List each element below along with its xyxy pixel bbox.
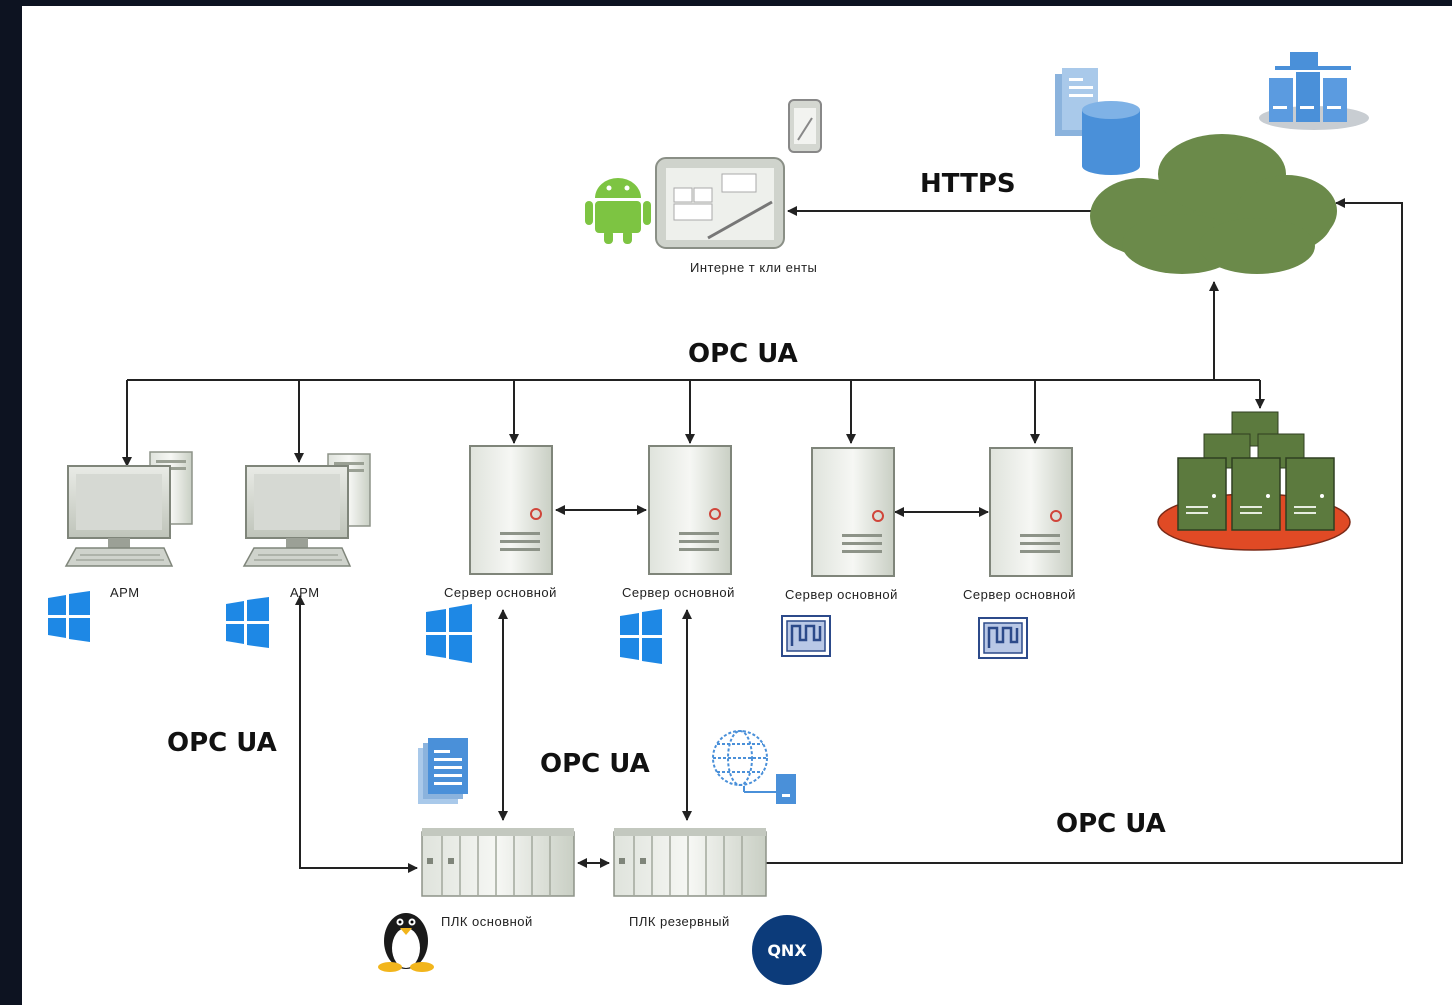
os-logo-server4-icon — [978, 617, 1028, 659]
workstation-arm1-icon — [64, 451, 193, 567]
plc-main-icon — [421, 828, 575, 897]
server-farm-icon — [1259, 52, 1369, 130]
documents-database-icon — [1055, 68, 1140, 175]
server3-icon — [811, 447, 895, 577]
os-logo-server3-icon — [781, 615, 831, 657]
linux-tux-icon — [378, 913, 434, 972]
server1-label: Сервер основной — [444, 585, 557, 600]
server2-label: Сервер основной — [622, 585, 735, 600]
connection-lines — [122, 198, 1403, 873]
arm2-plc-main-link — [295, 595, 418, 873]
network-diagram: HTTPS OPC UA OPC UA OPC UA OPC UA Интерн… — [48, 52, 1403, 985]
server1-icon — [469, 445, 553, 575]
opc-ua-middle-label: OPC UA — [540, 749, 650, 779]
opc-ua-top-label: OPC UA — [688, 339, 798, 369]
document-stack-icon — [418, 738, 468, 804]
opc-ua-left-label: OPC UA — [167, 728, 277, 758]
server2-icon — [648, 445, 732, 575]
server4-label: Сервер основной — [963, 587, 1076, 602]
plc-reserve-label: ПЛК резервный — [629, 914, 730, 929]
windows-logo-server1-icon — [426, 604, 472, 663]
qnx-logo-text: QNX — [767, 941, 807, 960]
plc-reserve-icon — [613, 828, 767, 897]
windows-logo-arm2-icon — [226, 597, 269, 648]
windows-logo-arm1-icon — [48, 591, 90, 642]
tablet-icon — [655, 157, 785, 249]
server3-label: Сервер основной — [785, 587, 898, 602]
opc-ua-right-label: OPC UA — [1056, 809, 1166, 839]
windows-logo-server2-icon — [620, 609, 662, 664]
android-icon — [585, 178, 651, 244]
internet-clients-label: Интерне т кли енты — [690, 260, 817, 275]
server4-icon — [989, 447, 1073, 577]
phone-icon — [788, 99, 822, 153]
plc-main-label: ПЛК основной — [441, 914, 533, 929]
globe-network-icon — [712, 730, 796, 804]
diagram-canvas: HTTPS OPC UA OPC UA OPC UA OPC UA Интерн… — [22, 6, 1452, 1005]
plc-cloud-loop-link — [766, 198, 1403, 864]
arm2-label: АРМ — [290, 585, 320, 600]
cloud-icon — [1090, 134, 1337, 274]
arm1-label: АРМ — [110, 585, 140, 600]
qnx-logo-icon: QNX — [752, 915, 822, 985]
server-cluster-icon — [1157, 411, 1351, 551]
workstation-arm2-icon — [242, 453, 371, 567]
https-label: HTTPS — [920, 169, 1016, 199]
